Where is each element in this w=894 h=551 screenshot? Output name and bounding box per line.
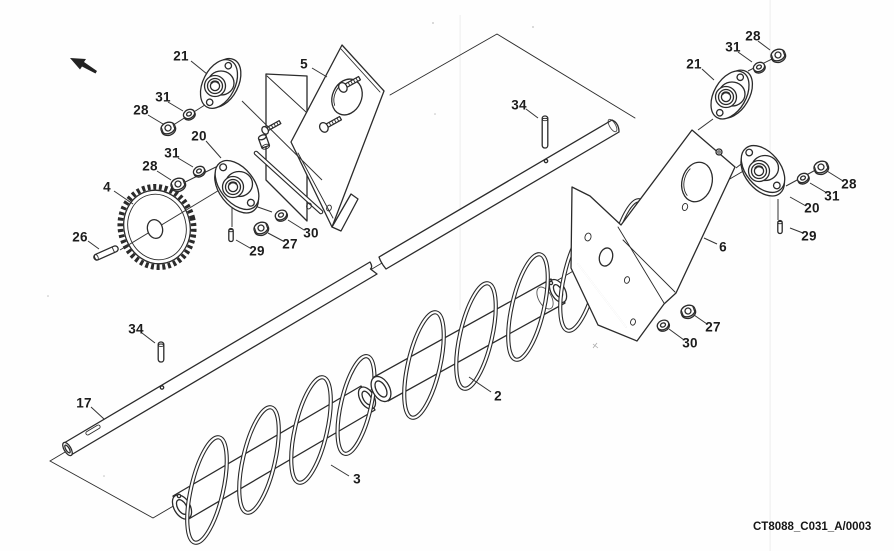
hardware-left: [160, 108, 289, 243]
part-label-31: 31: [824, 188, 840, 204]
part-label-21: 21: [173, 48, 189, 64]
sprocket-4: [93, 184, 222, 270]
scan-artifacts: [47, 0, 771, 551]
part-label-30: 30: [303, 225, 319, 241]
bearing-flange-20-right: [740, 144, 786, 197]
nut-27-right: [680, 304, 697, 320]
washer-31-right-lower: [796, 172, 810, 185]
part-label-31: 31: [155, 89, 171, 105]
part-label-28: 28: [142, 158, 158, 174]
shaft-17: [62, 118, 620, 457]
part-label-28: 28: [745, 28, 761, 44]
part-label-21: 21: [686, 56, 702, 72]
nut-28-left-lower: [170, 177, 187, 193]
washer-31-left-upper: [182, 108, 196, 121]
bearing-flange-20-left: [214, 159, 260, 214]
part-label-4: 4: [103, 179, 111, 195]
nut-28-right-lower: [813, 160, 830, 176]
part-label-31: 31: [164, 145, 180, 161]
pin-26: [93, 245, 119, 261]
spacer-bushing: [257, 134, 271, 150]
part-label-28: 28: [841, 176, 857, 192]
part-label-20: 20: [191, 128, 207, 144]
washer-31-right-upper: [752, 61, 766, 74]
part-label-29: 29: [249, 243, 265, 259]
pin-29-right: [777, 219, 783, 235]
bearing-flange-21-left: [199, 57, 242, 109]
part-label-27: 27: [282, 236, 298, 252]
part-label-3: 3: [353, 471, 361, 487]
part-label-17: 17: [76, 395, 92, 411]
nut-28-right-upper: [770, 48, 787, 64]
part-label-2: 2: [494, 388, 502, 404]
pin-34-right: [541, 115, 549, 149]
bearing-flange-21-right: [710, 69, 754, 120]
hardware-right: [656, 48, 830, 332]
washer-30-left: [274, 209, 289, 222]
nut-27-left: [253, 221, 270, 237]
part-label-28: 28: [133, 102, 149, 118]
washer-30-right: [656, 319, 671, 332]
bracket-6: [570, 129, 736, 342]
footer-code: CT8088_C031_A/0003: [753, 521, 872, 533]
part-label-20: 20: [804, 200, 820, 216]
pin-34-left: [157, 341, 165, 363]
carriage-bolt-upper: [337, 75, 362, 93]
auger-3-flighting: [185, 354, 377, 545]
carriage-bolt-lower: [318, 115, 343, 133]
part-label-5: 5: [300, 56, 308, 72]
pin-29-left: [228, 227, 234, 243]
part-label-31: 31: [725, 39, 741, 55]
callout-leader-lines: [87, 40, 844, 477]
nut-28-left-upper: [160, 121, 177, 137]
bracket-5-assembly: [253, 44, 385, 232]
part-label-34: 34: [128, 321, 144, 337]
auger-3: [171, 354, 377, 545]
part-label-30: 30: [682, 335, 698, 351]
part-label-29: 29: [801, 228, 817, 244]
part-label-27: 27: [705, 319, 721, 335]
part-label-6: 6: [719, 239, 727, 255]
part-label-34: 34: [511, 97, 527, 113]
part-label-26: 26: [72, 229, 88, 245]
washer-31-left-lower: [192, 165, 206, 178]
direction-arrow-icon: [70, 58, 97, 74]
